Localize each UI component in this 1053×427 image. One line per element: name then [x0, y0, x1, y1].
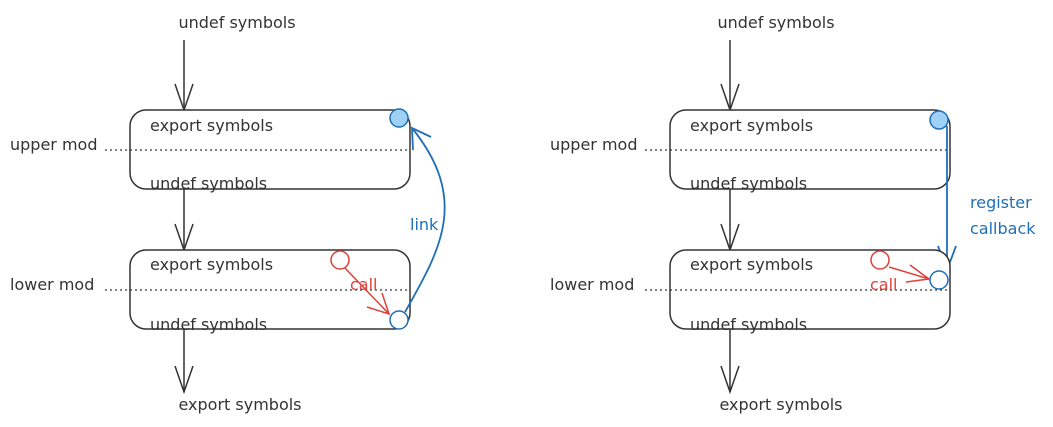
- left-arrow-into-upper: [174, 40, 194, 113]
- left-arrow-out-of-lower: [174, 329, 194, 395]
- right-upper-export-port: [929, 110, 949, 130]
- left-upper-export-port: [389, 108, 409, 128]
- left-upper-export-label: export symbols: [150, 116, 273, 135]
- left-lower-module: export symbols undef symbols lower mod: [10, 249, 411, 334]
- right-lower-call-source: [870, 250, 890, 270]
- left-lower-side-label: lower mod: [10, 275, 94, 294]
- right-arrow-upper-to-lower: [720, 189, 740, 253]
- left-upper-undef-label: undef symbols: [150, 174, 267, 193]
- left-link-arrow: [404, 126, 446, 313]
- right-upper-export-label: export symbols: [690, 116, 813, 135]
- left-call-label: call: [350, 275, 378, 294]
- right-lower-module: export symbols undef symbols lower mod: [550, 249, 951, 334]
- left-upper-side-label: upper mod: [10, 135, 98, 154]
- right-arrow-out-of-lower: [720, 329, 740, 395]
- left-lower-export-label: export symbols: [150, 255, 273, 274]
- right-upper-module: export symbols undef symbols upper mod: [550, 109, 951, 193]
- right-top-input-label: undef symbols: [717, 13, 834, 32]
- right-lower-side-label: lower mod: [550, 275, 634, 294]
- left-lower-call-source: [330, 250, 350, 270]
- right-lower-undef-label: undef symbols: [690, 315, 807, 334]
- left-top-input-label: undef symbols: [178, 13, 295, 32]
- right-arrow-into-upper: [720, 40, 740, 113]
- right-upper-side-label: upper mod: [550, 135, 638, 154]
- left-lower-undef-label: undef symbols: [150, 315, 267, 334]
- left-call-arrow: [344, 267, 391, 316]
- right-call-label: call: [870, 275, 898, 294]
- right-diagram: undef symbols export symbols undef symbo…: [550, 13, 1036, 414]
- left-arrow-upper-to-lower: [174, 189, 194, 253]
- right-call-arrow: [888, 264, 931, 283]
- left-lower-undef-port: [389, 310, 409, 330]
- right-register-label-line2: callback: [970, 219, 1036, 238]
- right-lower-callback-port: [929, 270, 949, 290]
- left-upper-module: export symbols undef symbols upper mod: [10, 108, 411, 193]
- left-link-label: link: [410, 215, 439, 234]
- left-diagram: undef symbols export symbols undef symbo…: [10, 13, 446, 414]
- right-register-label-line1: register: [970, 193, 1032, 212]
- left-bottom-output-label: export symbols: [178, 395, 301, 414]
- right-lower-export-label: export symbols: [690, 255, 813, 274]
- right-bottom-output-label: export symbols: [719, 395, 842, 414]
- right-upper-undef-label: undef symbols: [690, 174, 807, 193]
